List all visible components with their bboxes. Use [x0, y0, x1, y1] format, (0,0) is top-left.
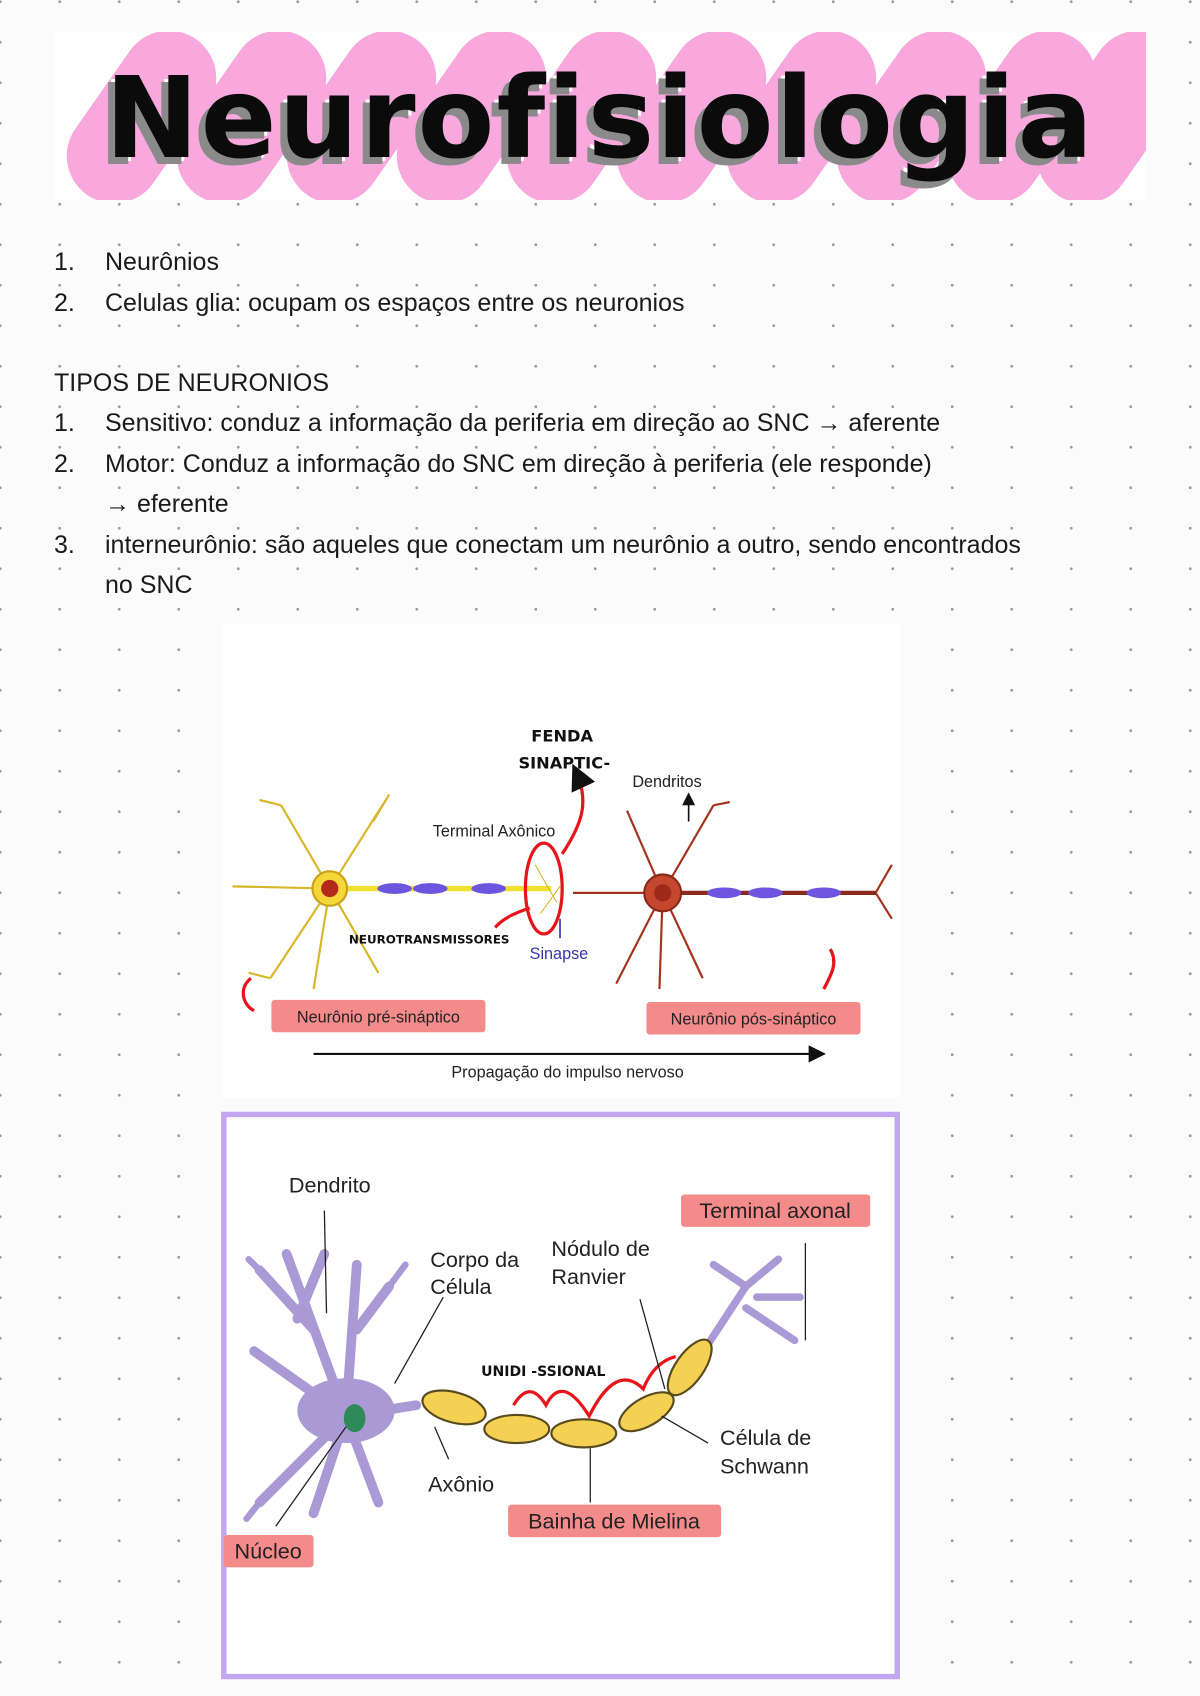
- axonio-label: Axônio: [428, 1472, 494, 1497]
- red-arrow: [512, 1355, 677, 1420]
- list-number: 3.: [54, 531, 75, 559]
- list-text: Sensitivo: conduz a informação da perife…: [105, 409, 941, 437]
- schwann-label: Schwann: [720, 1453, 809, 1478]
- section-heading: TIPOS DE NEURONIOS: [54, 369, 330, 397]
- bainha-label: Bainha de Mielina: [528, 1508, 701, 1533]
- list-number: 2.: [54, 450, 75, 478]
- corpo-label: Corpo da: [430, 1247, 520, 1272]
- synapse-diagram: FENDA SINAPTIC- Dendritos Terminal Axôni…: [221, 623, 900, 1098]
- nodulo-label: Ranvier: [551, 1264, 625, 1289]
- list-number: 1.: [54, 248, 75, 276]
- list-text: → eferente: [105, 490, 229, 518]
- list-text: Motor: Conduz a informação do SNC em dir…: [105, 450, 932, 478]
- page-title: Neurofisiologia: [104, 54, 1096, 184]
- pre-synaptic-label: Neurônio pré-sináptico: [297, 1009, 460, 1027]
- post-synaptic-label: Neurônio pós-sináptico: [671, 1011, 837, 1029]
- red-arrow: [493, 906, 531, 929]
- list-text: Celulas glia: ocupam os espaços entre os…: [105, 289, 685, 317]
- title-banner: Neurofisiologia: [54, 32, 1146, 200]
- myelin-sheath: [421, 1338, 713, 1449]
- sinapse-label: Sinapse: [530, 945, 589, 963]
- fenda-label: SINAPTIC-: [518, 754, 610, 773]
- nucleus: [343, 1404, 366, 1433]
- red-arrow: [560, 763, 596, 855]
- propagation-label: Propagação do impulso nervoso: [451, 1064, 683, 1082]
- list-number: 1.: [54, 409, 75, 437]
- unidirecional-label: UNIDI -SSIONAL: [481, 1364, 605, 1380]
- fenda-label: FENDA: [531, 727, 593, 746]
- presynaptic-neuron: [232, 793, 561, 990]
- red-arrow: [241, 977, 255, 1013]
- list-text: Neurônios: [105, 248, 219, 276]
- pre-label-bg: [271, 999, 486, 1033]
- pointer-lines: [275, 1210, 807, 1527]
- terminal-axonal-label: Terminal axonal: [699, 1198, 850, 1223]
- postsynaptic-neuron: [572, 800, 893, 990]
- nodulo-label: Nódulo de: [551, 1236, 650, 1261]
- nucleo-label: Núcleo: [235, 1539, 302, 1564]
- neurotransmissores-label: NEUROTRANSMISSORES: [349, 933, 510, 947]
- dendritos-label: Dendritos: [632, 773, 701, 791]
- neuron-diagram: Dendrito Terminal axonal Corpo da Célula…: [221, 1111, 900, 1680]
- pos-label-bg: [646, 1002, 861, 1035]
- dendrito-label: Dendrito: [289, 1172, 371, 1197]
- list-text: interneurônio: são aqueles que conectam …: [105, 531, 1021, 559]
- corpo-label: Célula: [430, 1274, 492, 1299]
- terminal-axonico-label: Terminal Axônico: [433, 823, 555, 841]
- schwann-label: Célula de: [720, 1425, 811, 1450]
- list-text: no SNC: [105, 571, 193, 599]
- list-number: 2.: [54, 289, 75, 317]
- red-arrow: [822, 948, 836, 990]
- terminal-highlight-circle: [523, 841, 564, 936]
